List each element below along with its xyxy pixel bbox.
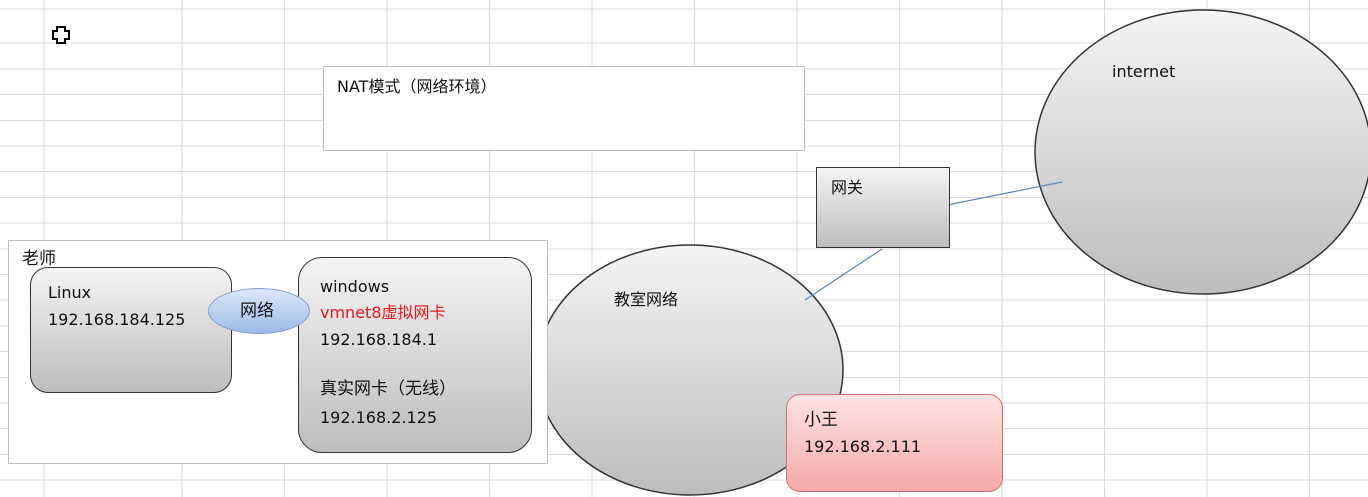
linux-ip: 192.168.184.125 [48,310,186,329]
gateway-box[interactable]: 网关 [816,167,950,248]
windows-name: windows [320,277,390,296]
network-bubble[interactable]: 网络 [208,288,310,334]
teacher-label: 老师 [22,249,56,269]
internet-ellipse[interactable] [1034,9,1368,295]
vmnet8-ip: 192.168.184.1 [320,330,438,349]
title-box[interactable]: NAT模式（网络环境） [323,66,805,151]
vmnet8-label: vmnet8虚拟网卡 [320,303,446,322]
internet-label: internet [1112,62,1176,81]
diagram-title: NAT模式（网络环境） [337,77,497,96]
gateway-label: 网关 [831,178,864,197]
classroom-gateway-connector [804,248,883,301]
real-nic-ip: 192.168.2.125 [320,408,438,427]
xiaowang-ip: 192.168.2.111 [804,437,922,456]
linux-name: Linux [48,283,92,302]
classroom-label: 教室网络 [614,290,679,309]
network-label: 网络 [240,301,274,321]
xiaowang-name: 小王 [804,410,838,430]
linux-box[interactable]: Linux 192.168.184.125 [30,267,232,393]
real-nic-label: 真实网卡（无线） [320,379,456,399]
windows-box[interactable]: windows vmnet8虚拟网卡 192.168.184.1 真实网卡（无线… [298,257,532,453]
xiaowang-box[interactable]: 小王 192.168.2.111 [786,394,1003,492]
